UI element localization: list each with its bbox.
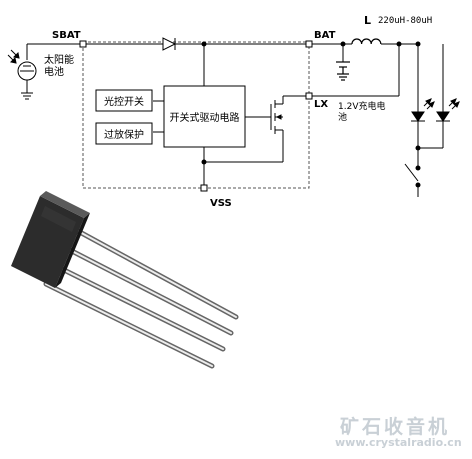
junction-dot	[415, 145, 421, 151]
pin-sbat-label: SBAT	[52, 30, 81, 41]
inductor-icon	[351, 38, 382, 45]
mosfet-icon	[270, 95, 309, 162]
junction-dot	[415, 165, 421, 171]
led-icon	[411, 98, 435, 122]
battery-label-line2: 池	[338, 113, 348, 123]
junction-dot	[201, 159, 207, 165]
light-switch-label: 光控开关	[104, 97, 144, 108]
pin-lx-label: LX	[314, 99, 329, 110]
light-switch-block	[95, 89, 153, 112]
driver-label: 开关式驱动电路	[169, 113, 240, 124]
inductor-value-label: 220uH-80uH	[378, 16, 433, 26]
solar-panel-label-line1: 太阳能	[44, 55, 74, 66]
junction-dot	[201, 41, 207, 47]
junction-dot	[340, 41, 346, 47]
watermark-cn: 矿石收音机	[340, 416, 451, 438]
driver-wiring	[153, 44, 283, 188]
driver-block	[163, 85, 246, 148]
over-discharge-label: 过放保护	[104, 130, 144, 141]
solar-panel-label: 太阳能 电池	[44, 55, 74, 79]
junction-dot	[396, 41, 402, 47]
pin-vss-label: VSS	[210, 198, 232, 209]
pin-bat-label: BAT	[314, 30, 336, 41]
battery-icon	[336, 61, 350, 81]
over-discharge-block	[95, 122, 153, 145]
pin-bat-square	[305, 40, 313, 48]
solar-cell-icon	[7, 43, 83, 100]
pin-lx-square	[305, 92, 313, 100]
inductor-name-label: L	[364, 14, 372, 27]
ic-package-icon	[11, 191, 239, 369]
pin-vss-square	[200, 184, 208, 192]
diode-icon	[83, 37, 309, 51]
battery-label: 1.2V充电电 池	[338, 102, 385, 124]
pin-sbat-square	[79, 40, 87, 48]
battery-label-line1: 1.2V充电电	[338, 102, 386, 112]
solar-panel-label-line2: 电池	[44, 67, 64, 78]
watermark-url: www.crystalradio.cn	[335, 436, 462, 449]
junction-dot	[415, 41, 421, 47]
junction-dot	[415, 182, 421, 188]
ic-boundary	[82, 41, 310, 189]
led-icon	[436, 98, 460, 122]
